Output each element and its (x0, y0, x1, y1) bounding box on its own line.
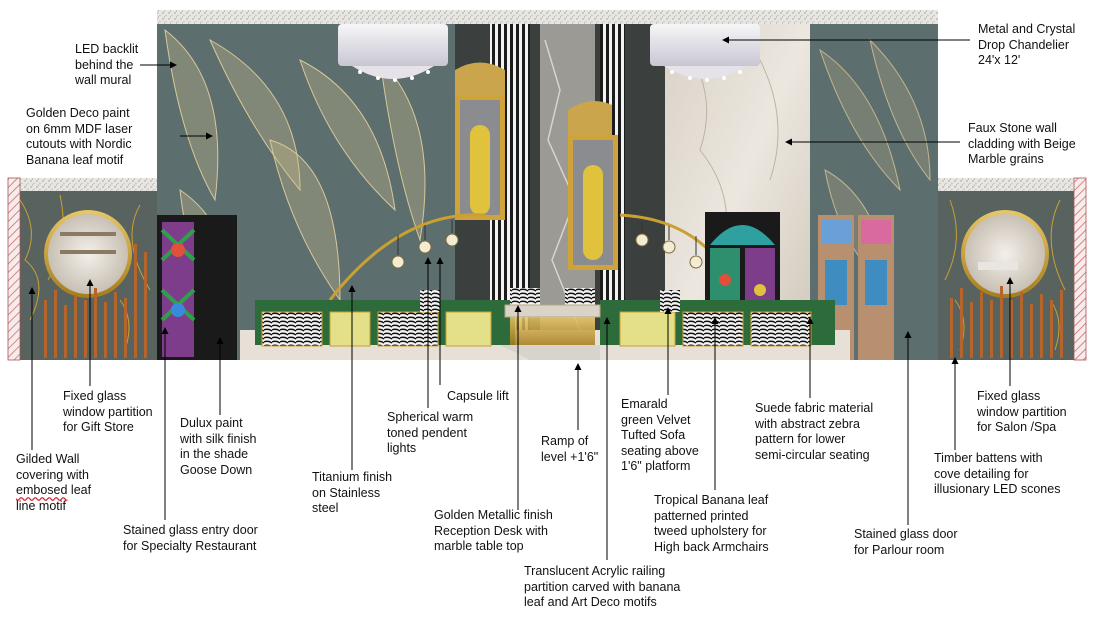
capsule-lift-left (455, 62, 505, 220)
left-wing (7, 177, 158, 361)
main-wall (157, 10, 938, 360)
stained-glass-door-restaurant (157, 215, 237, 360)
label-tropical-armchairs: Tropical Banana leaf patterned printed t… (654, 493, 769, 554)
label-spherical-lights: Spherical warm toned pendent lights (387, 410, 474, 455)
label-suede-seating: Suede fabric material with abstract zebr… (755, 401, 874, 462)
pendent-lights (391, 220, 703, 269)
label-chandelier: Metal and Crystal Drop Chandelier 24'x 1… (978, 22, 1076, 67)
label-gift-store-window: Fixed glass window partition for Gift St… (63, 389, 153, 434)
label-timber-battens: Timber battens with cove detailing for i… (934, 451, 1061, 496)
reception-desk (500, 304, 601, 360)
chandelier-left (338, 24, 448, 82)
label-gilded-wall: Gilded Wall covering with embosed leaf l… (16, 452, 91, 514)
right-wing (938, 177, 1087, 361)
label-golden-reception-desk: Golden Metallic finish Reception Desk wi… (434, 508, 553, 553)
label-parlour-door: Stained glass door for Parlour room (854, 527, 958, 557)
label-acrylic-railing: Translucent Acrylic railing partition ca… (524, 564, 681, 609)
label-stained-restaurant-door: Stained glass entry door for Specialty R… (123, 523, 258, 553)
label-golden-deco-paint: Golden Deco paint on 6mm MDF laser cutou… (26, 106, 133, 167)
label-dulux-paint: Dulux paint with silk finish in the shad… (180, 416, 257, 477)
label-emerald-sofa: Emarald green Velvet Tufted Sofa seating… (621, 397, 699, 473)
label-gilded-wall-part1: Gilded Wall covering with (16, 452, 89, 482)
label-ramp: Ramp of level +1'6" (541, 434, 599, 464)
capsule-lift-right (568, 101, 618, 270)
label-led-backlit: LED backlit behind the wall mural (75, 42, 139, 87)
label-gilded-wall-misspelled: embosed (16, 483, 68, 497)
label-gilded-wall-part3: leaf line motif (16, 483, 92, 513)
label-capsule-lift: Capsule lift (447, 389, 509, 403)
label-titanium-finish: Titanium finish on Stainless steel (312, 470, 393, 515)
seating-platform (240, 288, 850, 360)
chandelier-right (650, 24, 760, 82)
label-faux-stone: Faux Stone wall cladding with Beige Marb… (968, 121, 1076, 166)
label-salon-window: Fixed glass window partition for Salon /… (977, 389, 1067, 434)
